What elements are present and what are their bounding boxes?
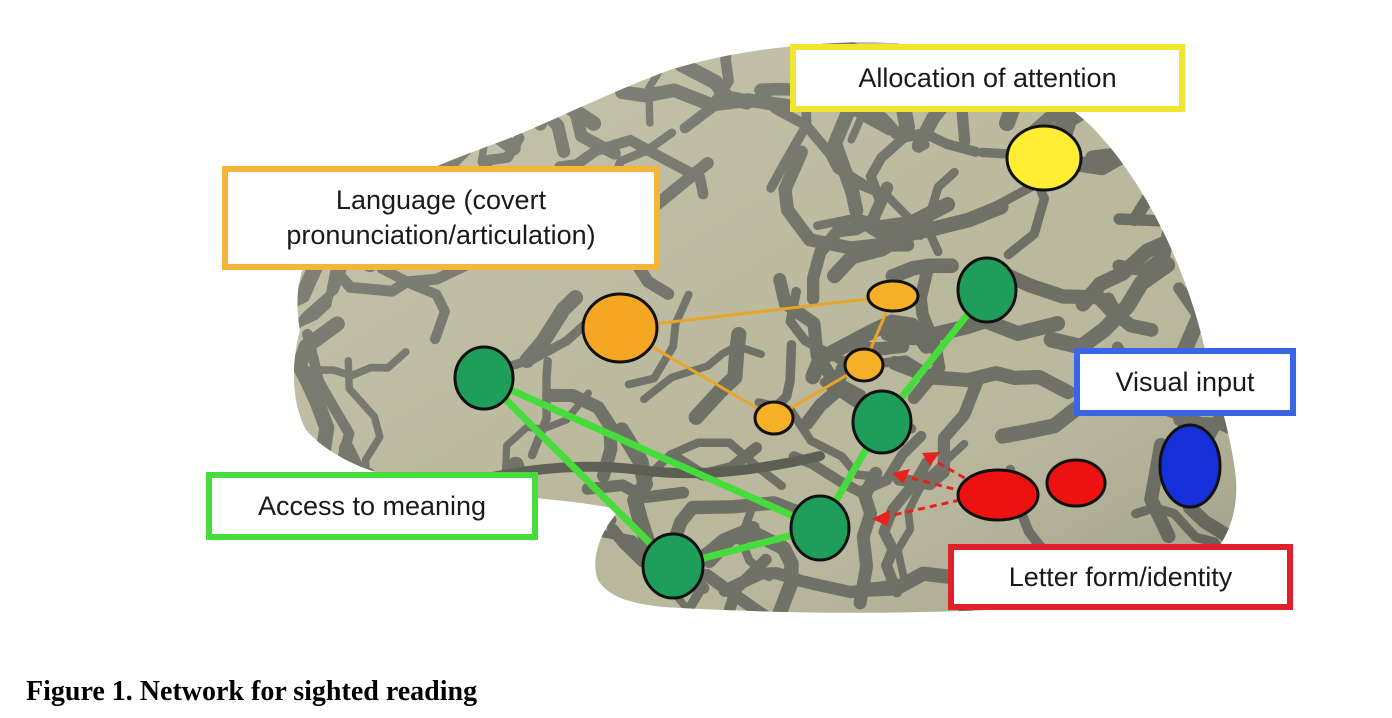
language-node-large: [581, 292, 659, 364]
label-text-line: Language (covert: [335, 185, 547, 216]
label-text: Access to meaning: [257, 490, 487, 521]
label-text: Allocation of attention: [858, 62, 1117, 93]
label-text-block: Language (covert pronunciation/articulat…: [286, 183, 595, 252]
label-text-line: pronunciation/articulation): [286, 220, 596, 250]
meaning-node: [851, 389, 913, 455]
sulcus: [392, 116, 476, 162]
sulcus: [1176, 42, 1237, 82]
sulcus: [1189, 72, 1237, 137]
sulcus: [1226, 164, 1237, 270]
label-allocation-of-attention: Allocation of attention: [790, 44, 1185, 112]
label-access-to-meaning: Access to meaning: [206, 472, 538, 540]
sulcus: [504, 48, 548, 131]
nodes: [453, 124, 1222, 600]
sulcus: [1172, 81, 1237, 198]
language-link: [619, 294, 894, 330]
sulcus: [643, 42, 669, 75]
arrow-heads: [872, 452, 940, 526]
sulcus: [293, 543, 315, 613]
sulcus: [293, 530, 369, 613]
language-node: [753, 400, 795, 436]
letter-node-large: [956, 468, 1040, 522]
figure-caption: Figure 1. Network for sighted reading: [26, 676, 478, 707]
meaning-link: [480, 374, 824, 532]
sulcus: [1113, 606, 1211, 613]
arrow-line: [929, 456, 976, 486]
arrow-line: [879, 498, 961, 520]
sulcus: [311, 536, 423, 613]
label-letter-form-identity: Letter form/identity: [948, 544, 1293, 610]
visual-node: [1158, 423, 1222, 509]
meaning-link: [480, 374, 677, 570]
sulcus: [367, 46, 443, 123]
meaning-node: [789, 494, 851, 562]
meaning-node: [641, 532, 705, 600]
label-text: Letter form/identity: [1008, 561, 1233, 592]
sulcus: [414, 574, 468, 613]
language-node: [843, 347, 885, 383]
label-visual-input: Visual input: [1074, 348, 1296, 416]
arrow-head: [872, 510, 890, 526]
sulcus: [380, 578, 508, 613]
language-node: [866, 279, 920, 313]
arrow-head: [922, 452, 940, 466]
arrow-head: [892, 469, 910, 484]
label-text: Visual input: [1115, 366, 1255, 397]
sulcus: [315, 549, 420, 613]
letter-node: [1045, 458, 1107, 508]
label-language: Language (covert pronunciation/articulat…: [222, 166, 660, 270]
meaning-node: [453, 345, 515, 411]
meaning-node: [956, 256, 1018, 324]
letter-to-meaning-arrows: [879, 456, 976, 520]
attention-node: [1005, 124, 1083, 192]
